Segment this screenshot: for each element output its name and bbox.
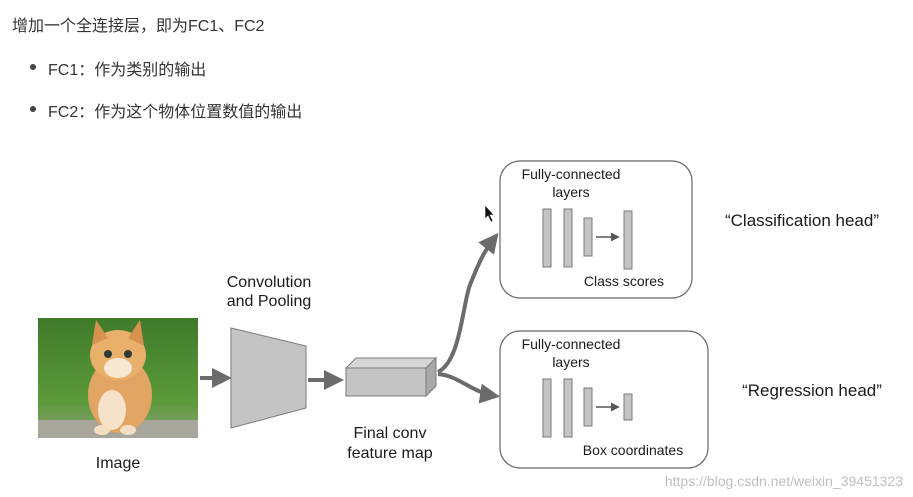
top-fc-layer-1	[542, 208, 552, 268]
regression-fc-box	[499, 330, 709, 469]
feature-map-block	[344, 356, 438, 398]
feature-label-line1: Final conv	[354, 425, 427, 442]
kitten-image	[38, 318, 198, 438]
top-fc-output	[623, 210, 633, 270]
bullet-item-fc2: FC2：作为这个物体位置数值的输出	[26, 98, 302, 140]
bullet-text-fc1: FC1：作为类别的输出	[48, 62, 207, 79]
bottom-fc-title-line2: layers	[552, 354, 589, 370]
bottom-fc-layer-3	[583, 387, 593, 427]
mouse-cursor-icon	[484, 204, 495, 223]
top-fc-title-line1: Fully-connected	[522, 166, 621, 182]
classification-head-label: “Classification head”	[725, 211, 879, 230]
box-coordinates-label: Box coordinates	[583, 442, 683, 458]
bullet-text-fc2: FC2：作为这个物体位置数值的输出	[48, 104, 303, 121]
bottom-fc-layer-1	[542, 378, 552, 438]
class-scores-label: Class scores	[584, 273, 664, 289]
bullet-dot-icon	[30, 106, 36, 112]
conv-label-line2: and Pooling	[227, 293, 312, 310]
page-title: 增加一个全连接层，即为FC1、FC2	[12, 18, 265, 35]
bullet-list: FC1：作为类别的输出 FC2：作为这个物体位置数值的输出	[26, 56, 302, 140]
top-fc-layer-2	[563, 208, 573, 268]
bullet-item-fc1: FC1：作为类别的输出	[26, 56, 302, 98]
conv-pooling-shape	[230, 327, 307, 429]
top-fc-layer-3	[583, 217, 593, 257]
conv-label-line1: Convolution	[227, 274, 312, 291]
bottom-fc-layer-2	[563, 378, 573, 438]
arrow-to-regression	[437, 372, 500, 404]
regression-head-label: “Regression head”	[742, 381, 882, 400]
bottom-fc-title-line1: Fully-connected	[522, 336, 621, 352]
feature-label-line2: feature map	[347, 445, 432, 462]
image-label: Image	[96, 455, 141, 472]
arrow-to-classification	[436, 232, 499, 374]
top-fc-title-line2: layers	[552, 184, 589, 200]
bullet-dot-icon	[30, 64, 36, 70]
bottom-fc-output	[623, 393, 633, 421]
watermark-url: https://blog.csdn.net/weixin_39451323	[664, 473, 903, 489]
